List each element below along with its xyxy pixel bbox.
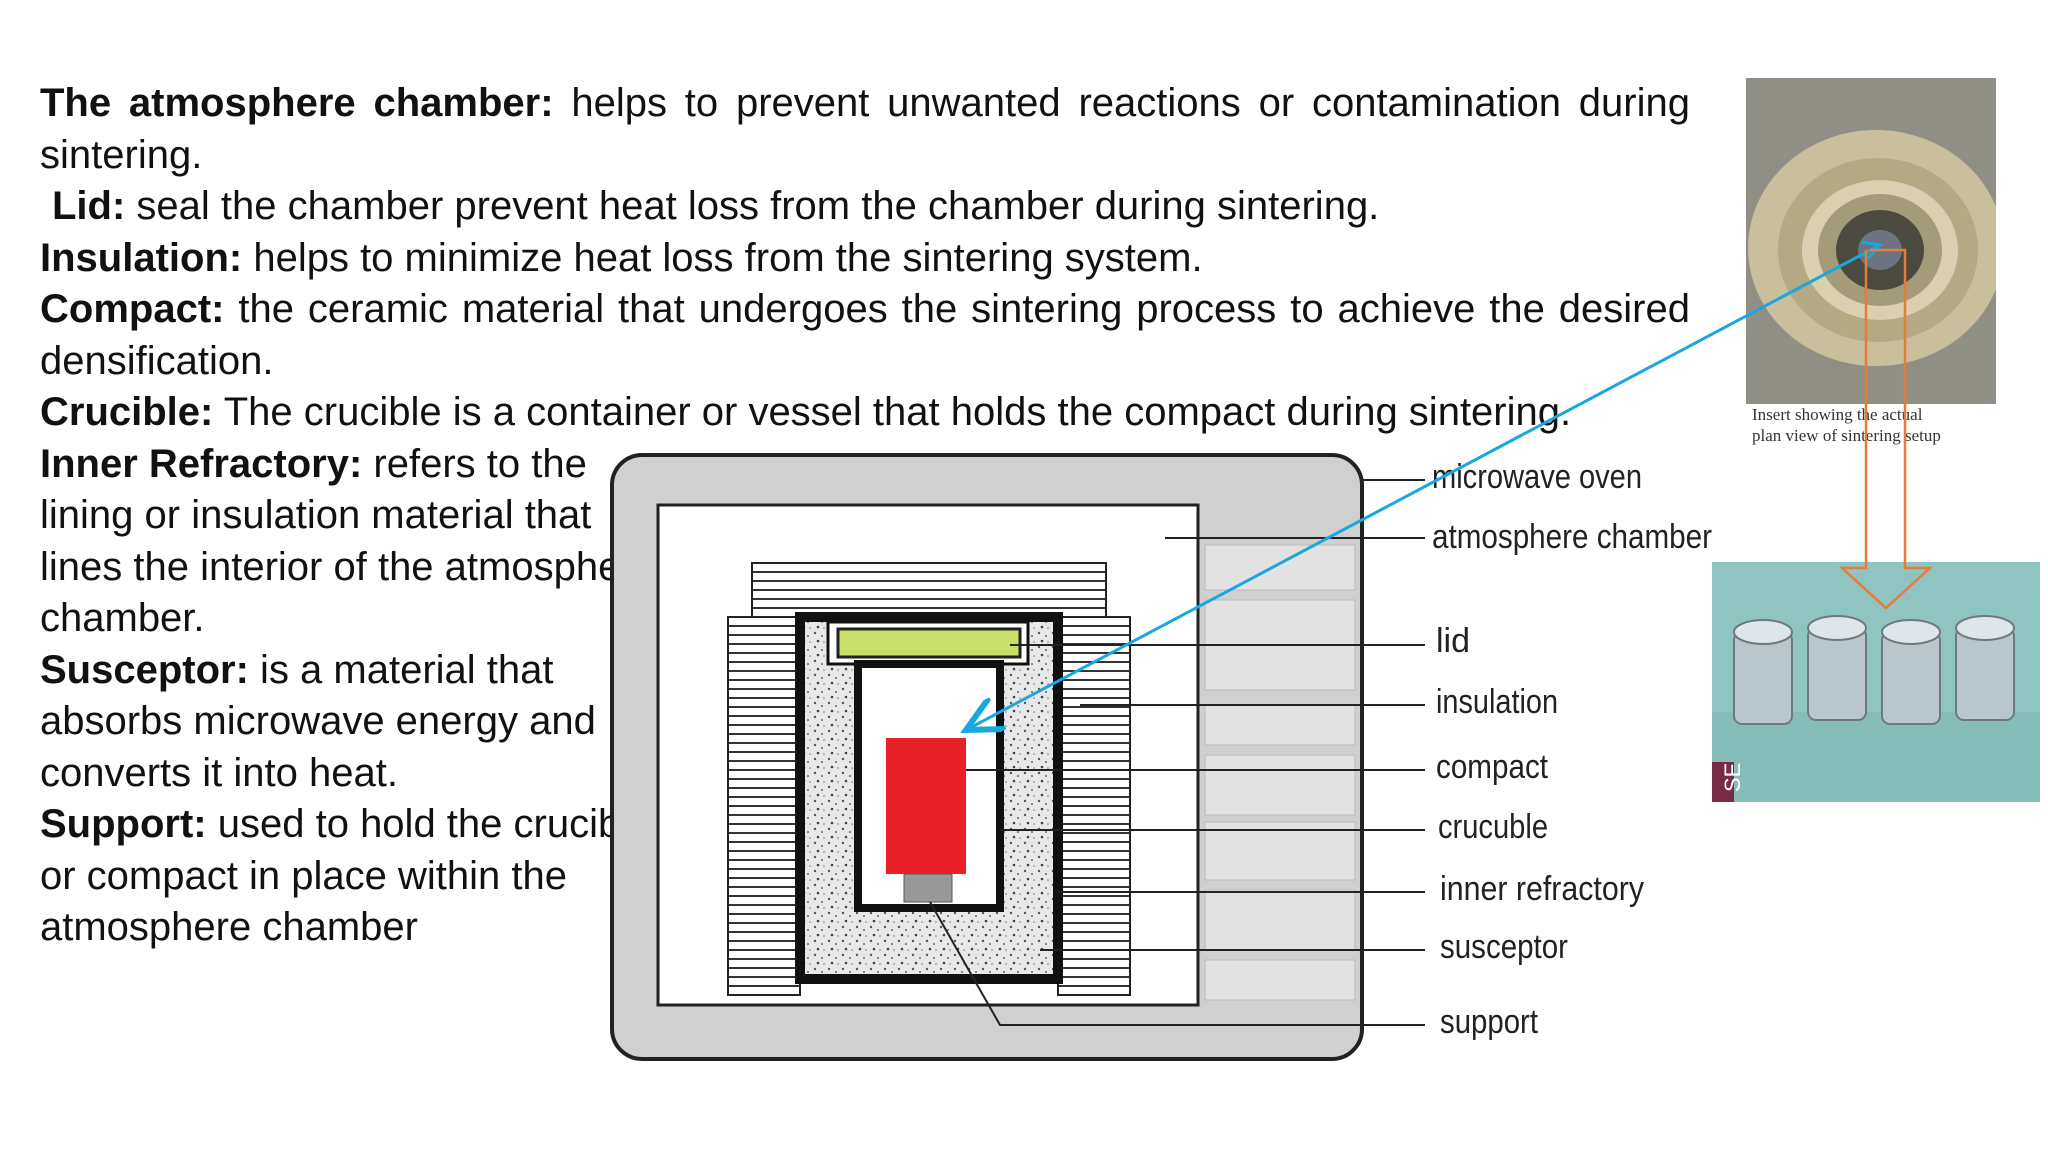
definition-inner-refractory: Inner Refractory: refers to the lining o…: [40, 441, 656, 641]
definition-susceptor: Susceptor: is a material that absorbs mi…: [40, 647, 596, 795]
blue-link-arrow: [966, 243, 1881, 730]
photo-caption: Insert showing the actual plan view of s…: [1752, 405, 1941, 445]
label-insulation: insulation: [1436, 683, 1558, 721]
lid: [836, 627, 1022, 659]
orange-link-arrow: [1838, 248, 1934, 610]
diagram-labels: microwave oven atmosphere chamber lid in…: [1432, 458, 1712, 1041]
definition-support: Support: used to hold the crucible or co…: [40, 802, 652, 949]
leader-lines: [929, 479, 1425, 1026]
samples-photo: SE: [1712, 562, 2040, 802]
compact: [886, 738, 966, 874]
sample-paper-text: SE: [1720, 763, 1745, 792]
label-microwave-oven: microwave oven: [1432, 458, 1642, 496]
definition-crucible: Crucible: The crucible is a container or…: [40, 390, 1572, 434]
label-support: support: [1440, 1003, 1538, 1041]
support: [903, 873, 953, 903]
left-insulation: [727, 616, 801, 996]
definitions-block: The atmosphere chamber: helps to prevent…: [40, 78, 1690, 954]
label-crucible: crucuble: [1438, 808, 1548, 846]
top-insulation: [751, 562, 1107, 618]
definition-lid: Lid: seal the chamber prevent heat loss …: [52, 184, 1380, 228]
definition-compact: Compact: the ceramic material that under…: [40, 287, 1690, 383]
definition-atmosphere-chamber: The atmosphere chamber: helps to prevent…: [40, 81, 1690, 177]
definition-insulation: Insulation: helps to minimize heat loss …: [40, 235, 1203, 280]
label-susceptor: susceptor: [1440, 928, 1568, 966]
label-compact: compact: [1436, 748, 1548, 786]
blue-arrow-head-top: [1861, 240, 1883, 260]
label-atmosphere-chamber: atmosphere chamber: [1432, 518, 1712, 556]
label-lid: lid: [1436, 622, 1470, 660]
label-inner-refractory: inner refractory: [1440, 870, 1644, 908]
right-insulation: [1057, 616, 1131, 996]
oven-side-panels: [1204, 544, 1356, 1001]
